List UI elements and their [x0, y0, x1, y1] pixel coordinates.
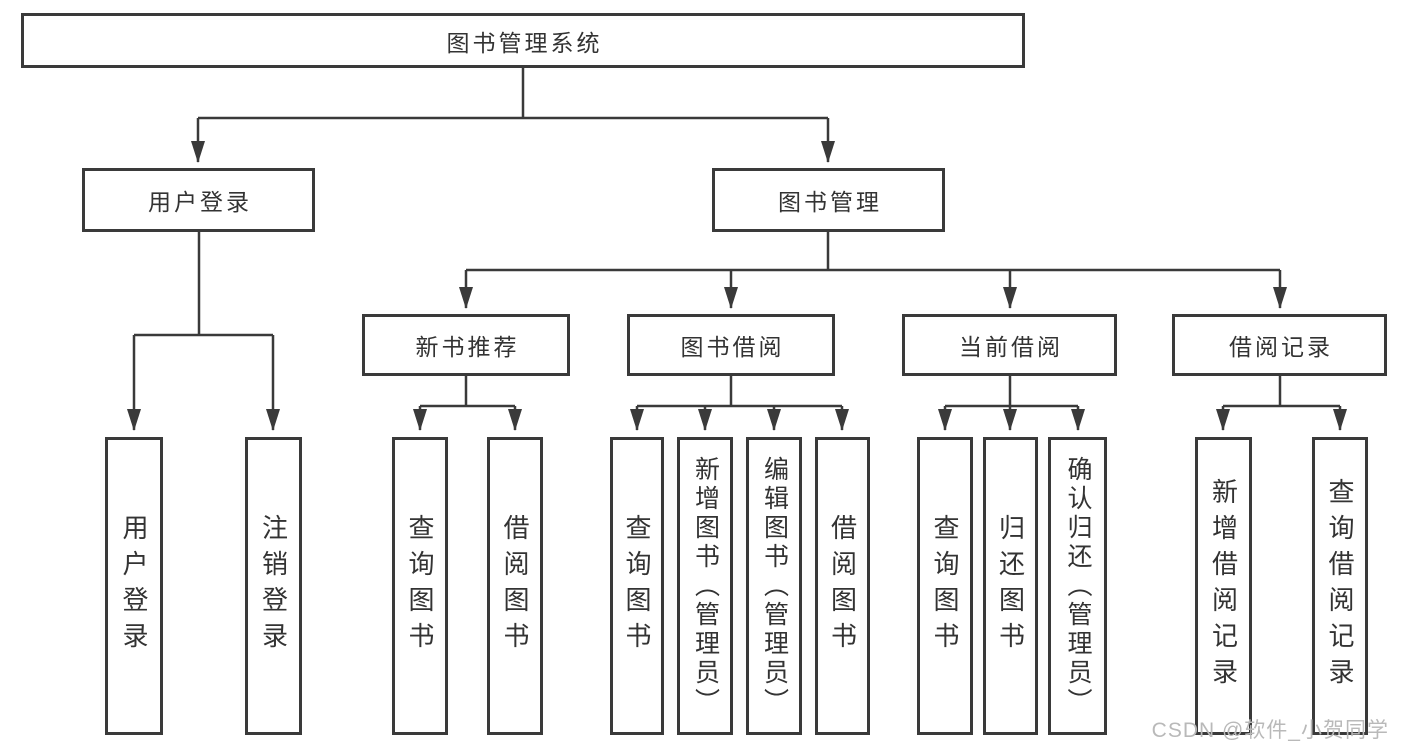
- node-root: 图书管理系统: [21, 13, 1025, 68]
- leaf-confirm-return-admin: 确认归还（管理员）: [1048, 437, 1107, 735]
- leaf-edit-books-admin: 编辑图书（管理员）: [746, 437, 802, 735]
- leaf-add-borrow-record: 新增借阅记录: [1195, 437, 1252, 735]
- node-new-book-recommend: 新书推荐: [362, 314, 570, 376]
- watermark: CSDN @软件_小贺同学: [1151, 719, 1389, 742]
- leaf-logout: 注销登录: [245, 437, 302, 735]
- leaf-add-books-admin: 新增图书（管理员）: [677, 437, 733, 735]
- edge-borrow-rail: [637, 376, 842, 408]
- leaf-query-borrow-record: 查询借阅记录: [1312, 437, 1368, 735]
- node-user-login: 用户登录: [82, 168, 315, 232]
- node-book-borrow: 图书借阅: [627, 314, 835, 376]
- edge-current-rail: [945, 376, 1078, 408]
- edge-root-rail: [198, 68, 828, 120]
- leaf-query-books-borrow: 查询图书: [610, 437, 664, 735]
- edge-login-rail: [134, 232, 273, 337]
- edge-newbook-rail: [420, 376, 515, 408]
- edge-records-rail: [1223, 376, 1340, 408]
- leaf-borrow-books-recommend: 借阅图书: [487, 437, 543, 735]
- leaf-return-books: 归还图书: [983, 437, 1038, 735]
- leaf-user-login: 用户登录: [105, 437, 163, 735]
- node-book-management: 图书管理: [712, 168, 945, 232]
- leaf-borrow-books: 借阅图书: [815, 437, 870, 735]
- node-current-borrow: 当前借阅: [902, 314, 1117, 376]
- edge-mgmt-rail: [466, 232, 1280, 272]
- node-borrow-records: 借阅记录: [1172, 314, 1387, 376]
- leaf-query-books-recommend: 查询图书: [392, 437, 448, 735]
- leaf-query-books-current: 查询图书: [917, 437, 973, 735]
